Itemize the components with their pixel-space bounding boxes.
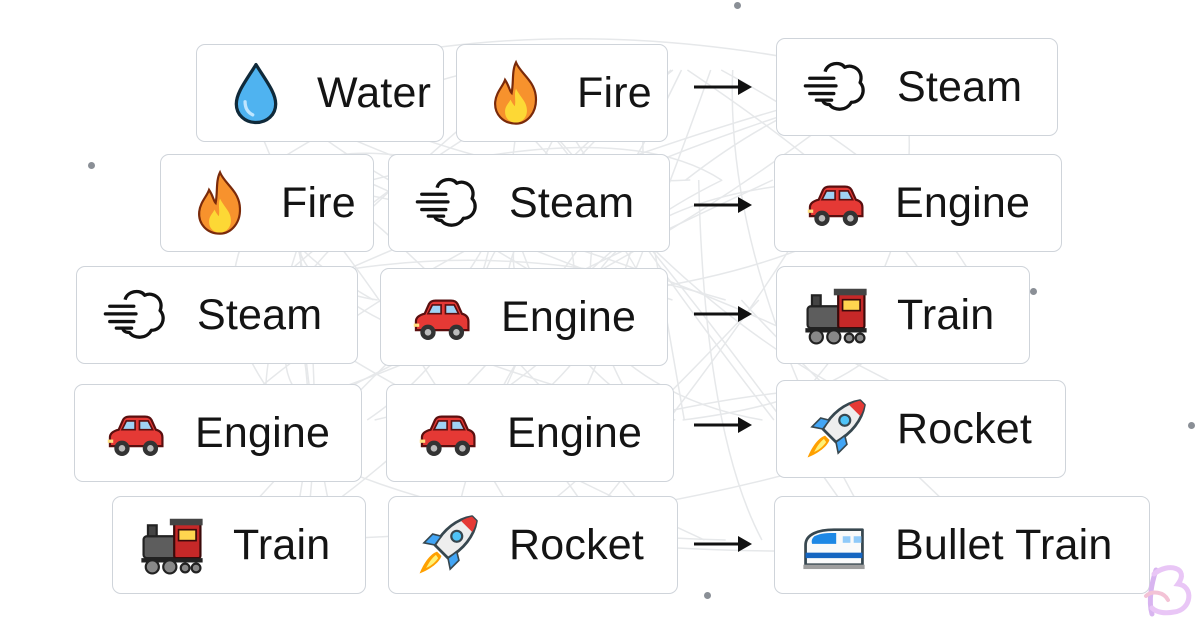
- element-card-engine[interactable]: Engine: [380, 268, 668, 366]
- element-card-bullet-train-result[interactable]: Bullet Train: [774, 496, 1150, 594]
- element-label: Engine: [195, 408, 331, 457]
- steam-cloud-icon: [413, 168, 483, 238]
- car-icon: [405, 282, 475, 352]
- element-label: Train: [233, 520, 331, 569]
- background-dot: [88, 162, 95, 169]
- background-dot: [1030, 288, 1037, 295]
- background-dot: [1188, 422, 1195, 429]
- element-label: Steam: [897, 62, 1023, 111]
- combine-arrow: [692, 303, 754, 325]
- combine-arrow: [692, 76, 754, 98]
- element-card-train[interactable]: Train: [112, 496, 366, 594]
- element-label: Rocket: [897, 404, 1033, 453]
- brand-logo-watermark: [1144, 565, 1192, 617]
- car-icon: [99, 398, 169, 468]
- combine-arrow: [692, 414, 754, 436]
- background-dot: [704, 592, 711, 599]
- water-drop-icon: [221, 58, 291, 128]
- combine-arrow: [692, 533, 754, 555]
- element-label: Engine: [895, 178, 1031, 227]
- car-icon: [799, 168, 869, 238]
- element-card-steam[interactable]: Steam: [76, 266, 358, 364]
- element-card-steam-result[interactable]: Steam: [776, 38, 1058, 136]
- element-card-rocket-result[interactable]: Rocket: [776, 380, 1066, 478]
- element-card-water[interactable]: Water: [196, 44, 444, 142]
- element-label: Engine: [507, 408, 643, 457]
- element-label: Train: [897, 290, 995, 339]
- element-card-rocket[interactable]: Rocket: [388, 496, 678, 594]
- element-label: Fire: [577, 68, 652, 117]
- element-label: Steam: [197, 290, 323, 339]
- locomotive-icon: [137, 510, 207, 580]
- element-label: Rocket: [509, 520, 645, 569]
- car-icon: [411, 398, 481, 468]
- element-card-engine[interactable]: Engine: [386, 384, 674, 482]
- locomotive-icon: [801, 280, 871, 350]
- steam-cloud-icon: [801, 52, 871, 122]
- background-web-line: [276, 179, 961, 421]
- element-label: Bullet Train: [895, 520, 1113, 569]
- rocket-icon: [413, 510, 483, 580]
- element-card-engine-result[interactable]: Engine: [774, 154, 1062, 252]
- background-dot: [734, 2, 741, 9]
- fire-icon: [185, 168, 255, 238]
- fire-icon: [481, 58, 551, 128]
- rocket-icon: [801, 394, 871, 464]
- steam-cloud-icon: [101, 280, 171, 350]
- element-label: Water: [317, 68, 432, 117]
- element-label: Fire: [281, 178, 356, 227]
- element-card-train-result[interactable]: Train: [776, 266, 1030, 364]
- element-card-engine[interactable]: Engine: [74, 384, 362, 482]
- element-card-steam[interactable]: Steam: [388, 154, 670, 252]
- element-label: Steam: [509, 178, 635, 227]
- bullet-train-icon: [799, 510, 869, 580]
- element-label: Engine: [501, 292, 637, 341]
- combine-arrow: [692, 194, 754, 216]
- element-card-fire[interactable]: Fire: [456, 44, 668, 142]
- element-card-fire[interactable]: Fire: [160, 154, 374, 252]
- background-web-line: [697, 179, 763, 541]
